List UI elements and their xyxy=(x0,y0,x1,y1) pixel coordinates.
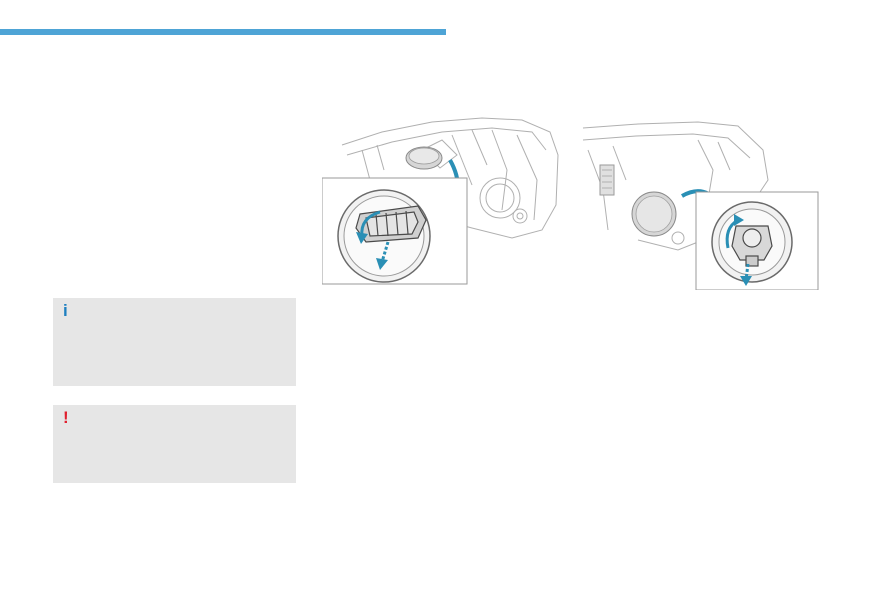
bulb-holder-illustration xyxy=(578,110,823,291)
info-note-box: i xyxy=(53,298,296,386)
headlamp-cover-illustration xyxy=(321,110,572,285)
info-icon: i xyxy=(63,301,68,320)
warning-note-box: ! xyxy=(53,405,296,483)
exclamation-icon: ! xyxy=(63,408,69,427)
section-header-rule xyxy=(0,29,446,35)
